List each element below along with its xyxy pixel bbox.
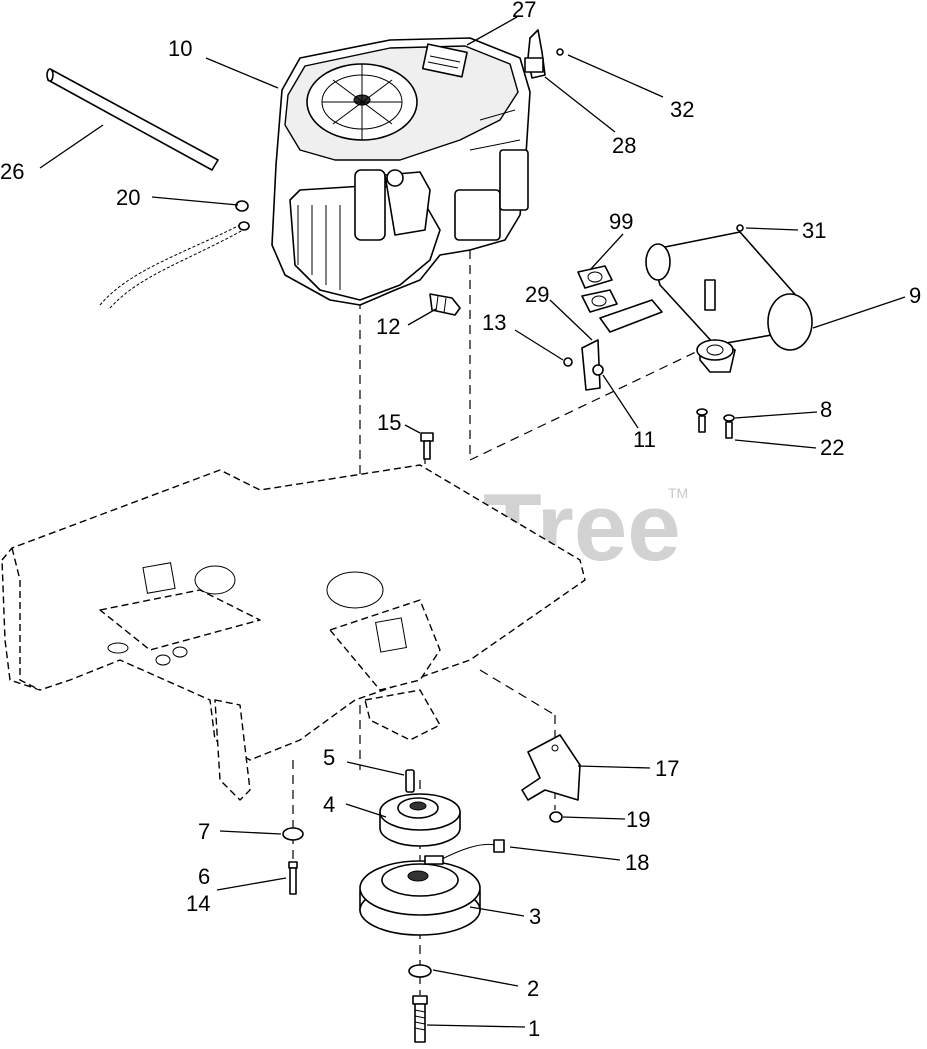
chassis-frame[interactable] <box>1 464 586 801</box>
bolt-6[interactable] <box>288 861 298 895</box>
engine[interactable] <box>271 37 531 306</box>
pulley-4[interactable] <box>379 793 461 847</box>
callout-10[interactable]: 10 <box>168 36 192 61</box>
callout-28[interactable]: 28 <box>612 133 636 158</box>
leader-lines <box>39 16 906 1028</box>
callout-11[interactable]: 11 <box>633 427 656 452</box>
callout-3[interactable]: 3 <box>529 904 541 929</box>
callout-29[interactable]: 29 <box>525 282 549 307</box>
bolt-15[interactable] <box>420 432 434 460</box>
exhaust-gasket[interactable] <box>577 265 618 313</box>
callout-8[interactable]: 8 <box>820 397 832 422</box>
callout-19[interactable]: 19 <box>626 807 650 832</box>
bolt-1[interactable] <box>412 995 428 1043</box>
watermark-trademark: TM <box>668 485 688 501</box>
callout-1[interactable]: 1 <box>528 1016 540 1041</box>
callout-14[interactable]: 14 <box>186 891 210 916</box>
ground-wire[interactable] <box>99 200 250 309</box>
key-5[interactable] <box>405 769 415 793</box>
fuel-line[interactable] <box>46 68 219 171</box>
callout-13[interactable]: 13 <box>482 310 506 335</box>
callout-20[interactable]: 20 <box>116 185 140 210</box>
callout-32[interactable]: 32 <box>670 97 694 122</box>
callout-12[interactable]: 12 <box>376 314 400 339</box>
clutch-bracket[interactable] <box>521 734 581 823</box>
callout-9[interactable]: 9 <box>909 283 921 308</box>
callout-26[interactable]: 26 <box>0 159 24 184</box>
bracket-28[interactable] <box>524 29 564 79</box>
callout-22[interactable]: 22 <box>820 435 844 460</box>
fitting-12[interactable] <box>429 293 461 316</box>
callout-17[interactable]: 17 <box>655 756 679 781</box>
callout-15[interactable]: 15 <box>377 410 401 435</box>
callout-99[interactable]: 99 <box>609 209 633 234</box>
muffler-hardware[interactable] <box>696 408 735 439</box>
washer-2[interactable] <box>408 964 432 978</box>
callout-6[interactable]: 6 <box>198 864 210 889</box>
callout-31[interactable]: 31 <box>802 218 826 243</box>
washer-7[interactable] <box>282 827 304 841</box>
callout-27[interactable]: 27 <box>512 0 536 22</box>
callout-5[interactable]: 5 <box>323 745 335 770</box>
pto-clutch[interactable] <box>359 839 505 936</box>
muffler[interactable] <box>599 224 813 373</box>
callout-18[interactable]: 18 <box>625 850 649 875</box>
callout-7[interactable]: 7 <box>198 819 210 844</box>
muffler-bracket[interactable] <box>563 339 604 391</box>
callout-4[interactable]: 4 <box>323 792 335 817</box>
callout-2[interactable]: 2 <box>527 976 539 1001</box>
